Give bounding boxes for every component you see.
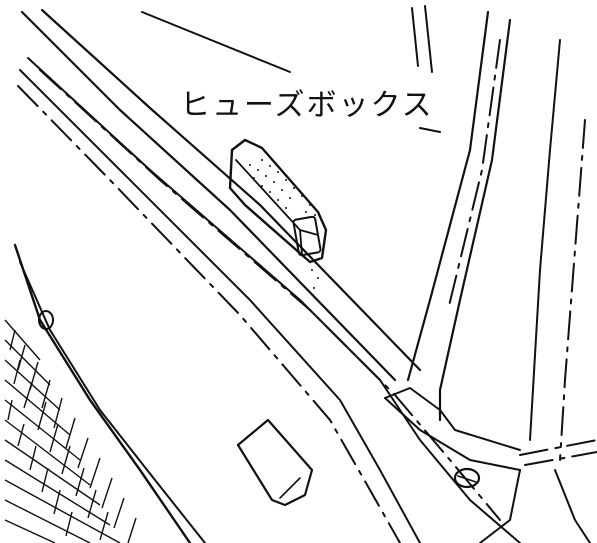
fuse-box-texture xyxy=(249,159,319,289)
floor-trim-panel xyxy=(4,243,206,543)
fuse-box xyxy=(228,138,328,289)
floor-mat-hatching xyxy=(4,319,137,543)
dashboard-side-panel xyxy=(17,8,521,543)
callout-leader-line xyxy=(141,11,291,73)
cover-clip xyxy=(236,418,314,507)
door-frame xyxy=(406,5,586,461)
tick-mark xyxy=(419,127,441,133)
mounting-screw xyxy=(453,467,481,489)
pillar-base-bracket xyxy=(384,387,597,543)
fuse-box-callout-label: ヒューズボックス xyxy=(180,88,434,123)
